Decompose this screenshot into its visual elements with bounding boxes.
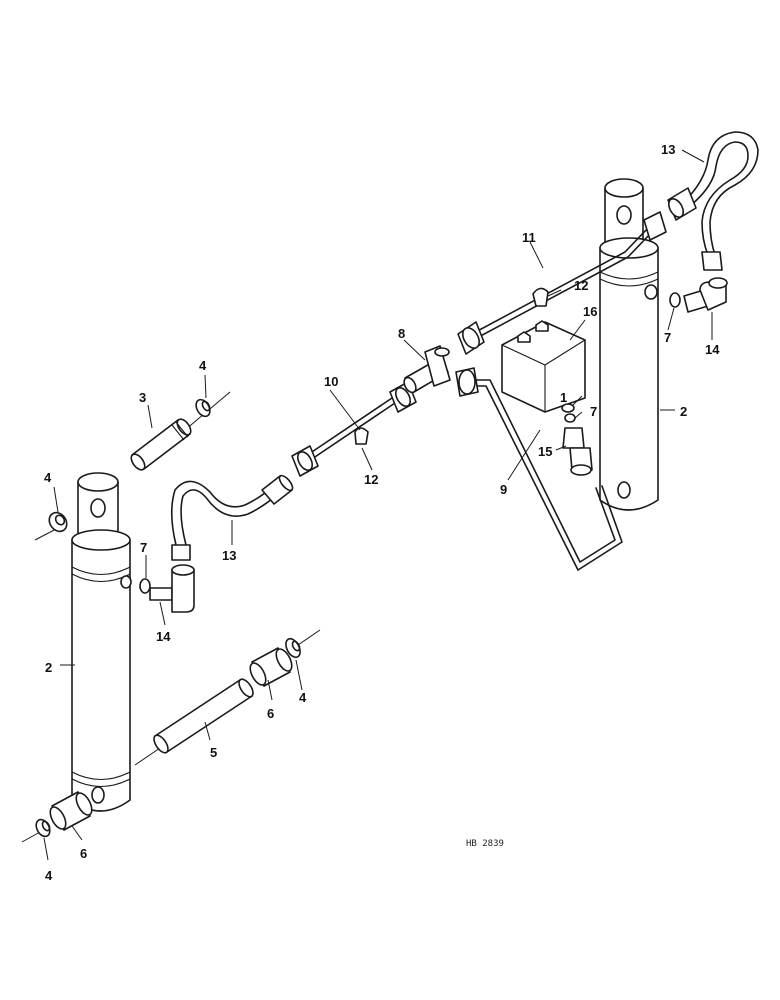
leader-lines <box>43 149 713 861</box>
clip-upper-right <box>195 398 211 418</box>
label-12-lower: 12 <box>364 472 378 487</box>
label-2-right: 2 <box>680 404 687 419</box>
label-4-upper-left: 4 <box>44 470 52 485</box>
clip-lower-left <box>21 818 51 843</box>
fitting-1 <box>561 403 575 413</box>
label-15: 15 <box>538 444 552 459</box>
label-14-right: 14 <box>705 342 720 357</box>
left-elbow <box>149 564 195 613</box>
label-5: 5 <box>210 745 217 760</box>
label-10: 10 <box>324 374 338 389</box>
tube-11 <box>457 211 667 355</box>
label-4-lower-left: 4 <box>45 868 53 883</box>
label-3: 3 <box>139 390 146 405</box>
label-4-upper-right: 4 <box>199 358 207 373</box>
tube-10 <box>291 381 417 477</box>
o-ring-left <box>139 578 151 594</box>
bushing-right <box>249 647 293 687</box>
label-13-right: 13 <box>661 142 675 157</box>
label-13-left: 13 <box>222 548 236 563</box>
clamp-lower <box>354 427 369 445</box>
label-9: 9 <box>500 482 507 497</box>
left-cylinder <box>71 472 132 812</box>
adapter-15 <box>562 427 593 476</box>
label-6-right: 6 <box>267 706 274 721</box>
valve-block <box>501 320 586 413</box>
tee-fitting <box>403 345 451 394</box>
label-7-center: 7 <box>590 404 597 419</box>
right-elbow <box>683 277 728 313</box>
upper-pin <box>34 391 231 541</box>
label-16: 16 <box>583 304 597 319</box>
label-11: 11 <box>522 230 536 245</box>
label-14-left: 14 <box>156 629 171 644</box>
bushing-left <box>49 791 93 831</box>
label-12-upper: 12 <box>574 278 588 293</box>
right-hose <box>667 131 759 271</box>
tube-9 <box>455 367 623 571</box>
label-7-left: 7 <box>140 540 147 555</box>
left-hose <box>170 474 294 561</box>
o-ring-center <box>564 413 576 423</box>
o-ring-right <box>669 292 681 308</box>
clip-lower-right <box>285 629 321 659</box>
label-7-right: 7 <box>664 330 671 345</box>
label-2-left: 2 <box>45 660 52 675</box>
label-6-left: 6 <box>80 846 87 861</box>
clip-upper-left <box>48 511 68 533</box>
label-8: 8 <box>398 326 405 341</box>
label-4-lower-right: 4 <box>299 690 307 705</box>
part-labels: 1 2 2 3 4 4 4 4 5 6 6 7 7 7 8 9 10 11 12… <box>44 142 720 883</box>
right-cylinder <box>599 178 659 511</box>
label-1: 1 <box>560 390 567 405</box>
reference-code: HB 2839 <box>466 839 504 849</box>
clamp-upper <box>532 287 549 307</box>
lower-pin <box>134 678 254 766</box>
